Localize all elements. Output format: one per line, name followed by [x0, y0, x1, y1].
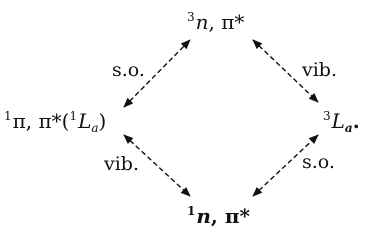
node-triplet-la: 3La. — [323, 110, 360, 134]
node-top-rest: , π* — [208, 10, 245, 34]
node-left-symbol: π — [12, 109, 26, 133]
node-left-paren-multiplicity: 1 — [69, 109, 78, 123]
arrow-upper-right — [252, 39, 319, 103]
arrow-lower-left — [123, 134, 191, 197]
node-singlet-n-pi-star: 1n, π* — [187, 205, 250, 226]
node-bottom-multiplicity: 1 — [187, 204, 196, 218]
label-upper-left-spin-orbit: s.o. — [112, 59, 145, 81]
node-left-multiplicity: 1 — [4, 109, 12, 123]
node-right-multiplicity: 3 — [323, 109, 331, 123]
node-singlet-pi-pi-star: 1π, π*(1La) — [4, 110, 106, 134]
node-right-symbol: L — [331, 109, 345, 133]
label-upper-right-vibronic: vib. — [302, 59, 338, 81]
label-lower-left-vibronic: vib. — [104, 153, 140, 175]
node-top-multiplicity: 3 — [187, 10, 195, 24]
node-right-trail: . — [352, 109, 360, 133]
node-right-subscript: a — [344, 121, 353, 135]
node-left-close: ) — [98, 109, 107, 133]
node-left-paren-symbol: L — [78, 109, 92, 133]
node-left-paren-subscript: a — [91, 121, 99, 135]
label-lower-right-spin-orbit: s.o. — [302, 151, 335, 173]
node-bottom-rest: , π* — [210, 204, 250, 228]
node-top-symbol: n — [195, 10, 209, 34]
arrow-lower-right — [252, 134, 319, 197]
node-left-rest: , π*( — [25, 109, 70, 133]
node-bottom-symbol: n — [196, 204, 211, 228]
node-triplet-n-pi-star: 3n, π* — [187, 11, 244, 32]
